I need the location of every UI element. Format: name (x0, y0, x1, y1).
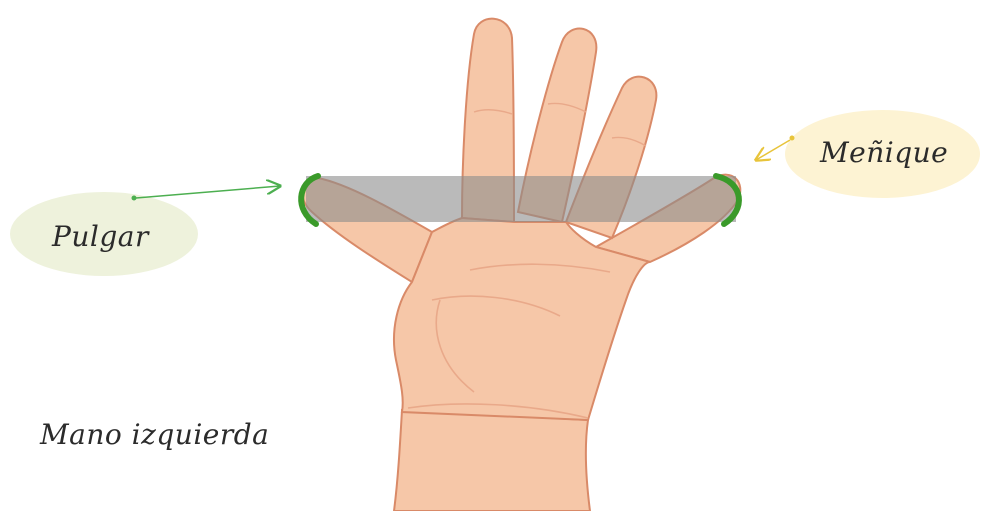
pinky-label: Meñique (820, 136, 948, 169)
wrist (394, 410, 590, 511)
arrow-right-icon (132, 186, 281, 201)
thumb-label: Pulgar (52, 220, 149, 253)
arrow-down-left-icon (756, 136, 795, 161)
hand-shape (302, 19, 740, 511)
hand-span-band (306, 176, 736, 222)
hand-caption: Mano izquierda (40, 418, 269, 451)
